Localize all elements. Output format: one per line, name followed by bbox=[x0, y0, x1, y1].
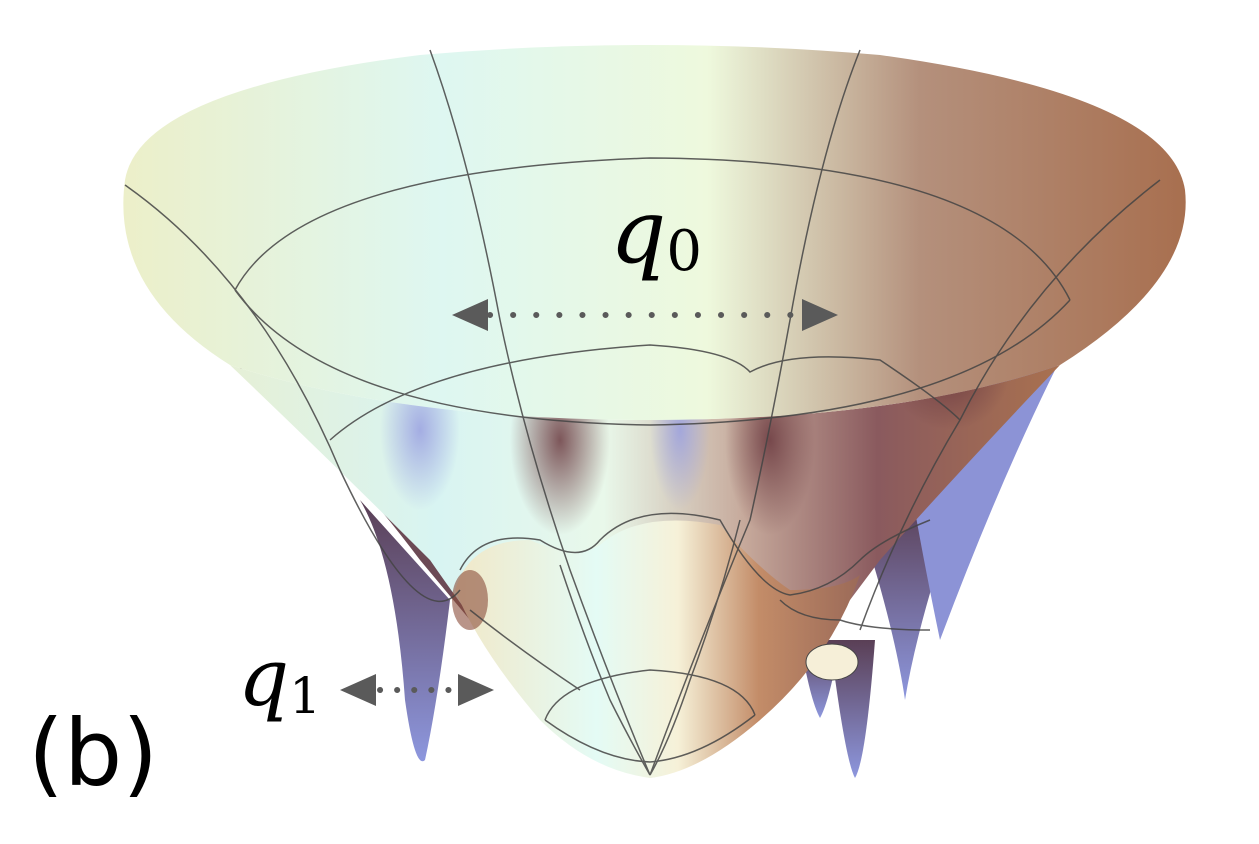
surface-bump bbox=[805, 643, 859, 681]
q1-arrow bbox=[340, 674, 494, 706]
q0-arrow-right-head bbox=[802, 299, 838, 331]
panel-label: (b) bbox=[28, 700, 158, 807]
q1-arrow-right-head bbox=[458, 674, 494, 706]
funnel-rim bbox=[123, 45, 1186, 420]
q0-label: q0 bbox=[610, 180, 702, 284]
spike-left-outer bbox=[360, 500, 450, 762]
q1-arrow-left-head bbox=[340, 674, 376, 706]
q0-arrow-left-head bbox=[452, 299, 488, 331]
q1-label: q1 bbox=[238, 631, 321, 725]
funnel-lower-bowl bbox=[455, 520, 860, 778]
q0-arrow bbox=[452, 299, 838, 331]
mesh-lines bbox=[124, 49, 1161, 776]
